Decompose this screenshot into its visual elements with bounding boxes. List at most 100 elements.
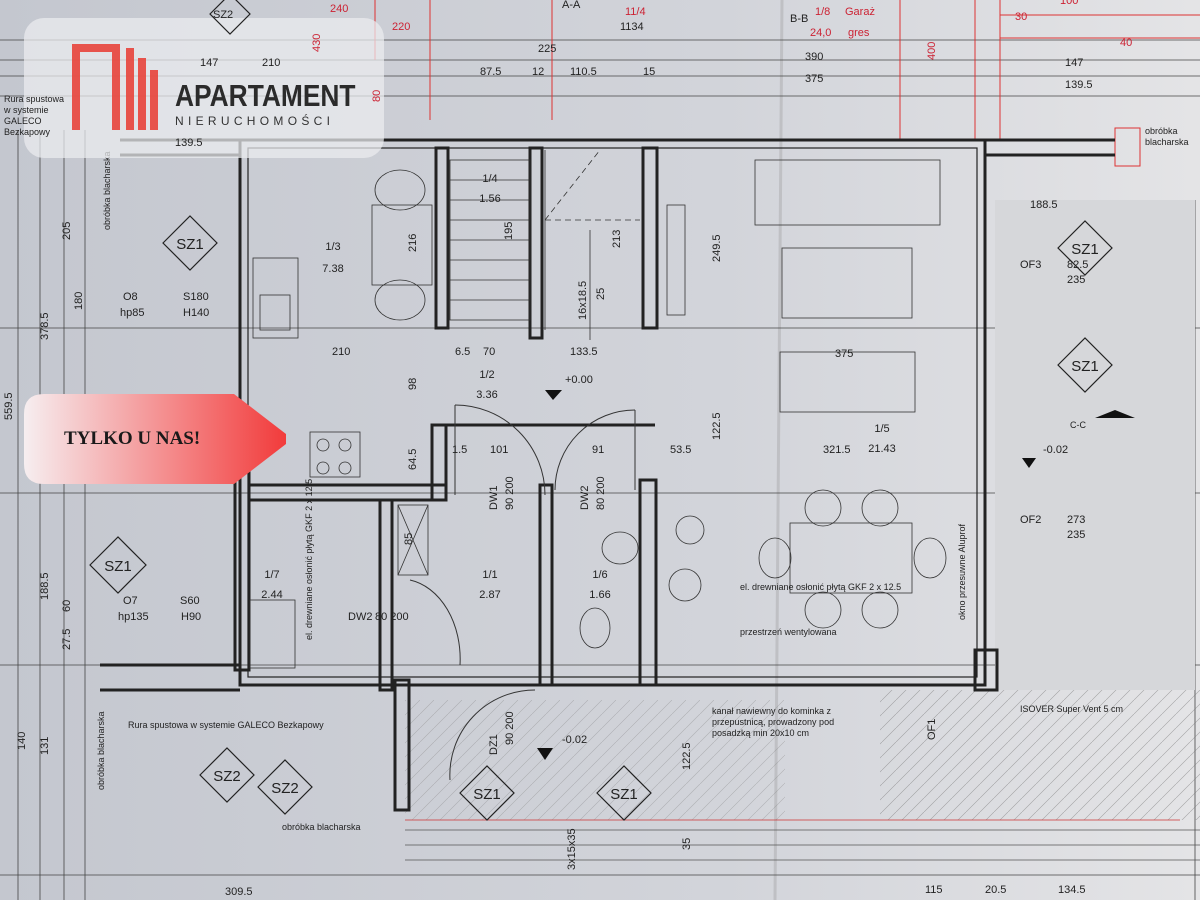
dim: 309.5 bbox=[225, 886, 253, 898]
flashing-note: obróbka blacharska bbox=[282, 822, 361, 832]
flue-note: kanał nawiewny do kominka z przepustnicą… bbox=[712, 706, 835, 738]
dim: 133.5 bbox=[570, 346, 598, 358]
dim: 27.5 bbox=[61, 629, 73, 650]
room-area: 2.44 bbox=[261, 589, 282, 601]
dim-400: 400 bbox=[926, 42, 938, 60]
dim: 110.5 bbox=[570, 66, 597, 78]
window-hp: hp85 bbox=[120, 307, 144, 319]
dim: 1.5 bbox=[452, 444, 467, 456]
dim: 6.5 bbox=[455, 346, 470, 358]
dim: 188.5 bbox=[1030, 199, 1058, 211]
isover-note: ISOVER Super Vent 5 cm bbox=[1020, 704, 1123, 714]
garage-area: 24,0 bbox=[810, 27, 831, 39]
dim: 134.5 bbox=[1058, 884, 1086, 896]
dim: 85 bbox=[403, 533, 415, 545]
dim: 321.5 bbox=[823, 444, 851, 456]
red-annotation-lines bbox=[374, 0, 1200, 167]
logo-mark-icon bbox=[72, 44, 158, 130]
stairs-and-furniture bbox=[249, 149, 947, 669]
logo-title: APARTAMENT bbox=[175, 78, 356, 113]
flashing-note: obróbka blacharska bbox=[96, 711, 106, 790]
room-area: 21.43 bbox=[868, 443, 896, 455]
promo-badge-text: TYLKO U NAS! bbox=[64, 428, 201, 449]
door-size: 80 200 bbox=[595, 476, 607, 510]
dim: 180 bbox=[73, 292, 85, 310]
room-id: 1/1 bbox=[482, 569, 497, 581]
garage-id: 1/8 bbox=[815, 6, 830, 18]
dim: 390 bbox=[805, 51, 823, 63]
logo-subtitle: NIERUCHOMOŚCI bbox=[175, 114, 335, 128]
room-id: 1/4 bbox=[482, 173, 497, 185]
door-id: DW2 bbox=[579, 486, 591, 510]
room-id: 1/2 bbox=[479, 369, 494, 381]
dim-40: 40 bbox=[1120, 37, 1132, 49]
flashing-note: obróbka blacharska bbox=[102, 151, 112, 230]
door-id: DW1 bbox=[488, 486, 500, 510]
window-id: OF1 bbox=[926, 719, 938, 740]
window-h: H90 bbox=[181, 611, 201, 623]
door-size: 90 200 bbox=[504, 476, 516, 510]
window-id: OF2 bbox=[1020, 514, 1041, 526]
terrace-hatch bbox=[880, 690, 1200, 820]
window-s: S60 bbox=[180, 595, 200, 607]
dim: 139.5 bbox=[1065, 79, 1093, 91]
dim-220: 220 bbox=[392, 21, 410, 33]
gutter-note: Rura spustowa w systemie GALECO Bezkapow… bbox=[4, 94, 65, 137]
dim: 375 bbox=[835, 348, 853, 360]
sliding-window-note: okno przesuwne Aluprof bbox=[957, 523, 967, 620]
dim: 60 bbox=[61, 600, 73, 612]
window-id: O8 bbox=[123, 291, 138, 303]
garage-label: Garaż bbox=[845, 6, 875, 18]
door-id: DZ1 bbox=[488, 734, 500, 755]
level-zero: +0.00 bbox=[565, 374, 593, 386]
casing-note: el. drewniane osłonić płytą GKF 2 x 12.5 bbox=[740, 582, 901, 592]
dim: 559.5 bbox=[3, 392, 15, 420]
room-area: 1.66 bbox=[589, 589, 610, 601]
window-id: O7 bbox=[123, 595, 138, 607]
dim: 115 bbox=[925, 884, 943, 896]
dim: 64.5 bbox=[407, 449, 419, 470]
dim: 140 bbox=[16, 732, 28, 750]
dim: 216 bbox=[407, 234, 419, 252]
dim: 235 bbox=[1067, 274, 1085, 286]
dim: 15 bbox=[643, 66, 655, 78]
dim: 378.5 bbox=[39, 312, 51, 340]
dim: 25 bbox=[595, 288, 607, 300]
sz1-label: SZ1 bbox=[1071, 358, 1099, 375]
dim: 225 bbox=[538, 43, 556, 55]
level-inner: -0.02 bbox=[562, 734, 587, 746]
promo-badge bbox=[24, 394, 286, 484]
total-dim: 1134 bbox=[620, 21, 644, 33]
dim: 375 bbox=[805, 73, 823, 85]
room-area: 7.38 bbox=[322, 263, 343, 275]
sz2-label: SZ2 bbox=[271, 780, 299, 797]
dim: 98 bbox=[407, 378, 419, 390]
dim: 122.5 bbox=[711, 412, 723, 440]
room-area: 1.56 bbox=[479, 193, 500, 205]
dim: 213 bbox=[611, 230, 623, 248]
section-aa: A-A bbox=[562, 0, 581, 11]
dim: 205 bbox=[61, 222, 73, 240]
room-id: 1/3 bbox=[325, 241, 340, 253]
level-outer: -0.02 bbox=[1043, 444, 1068, 456]
dim: 122.5 bbox=[681, 742, 693, 770]
sz1-label: SZ1 bbox=[1071, 241, 1099, 258]
room-id: 1/5 bbox=[874, 423, 889, 435]
dim-100: 100 bbox=[1060, 0, 1078, 7]
room-id: 1/6 bbox=[592, 569, 607, 581]
dim: 35 bbox=[681, 838, 693, 850]
garage-floor: gres bbox=[848, 27, 870, 39]
dim: 195 bbox=[503, 222, 515, 240]
dim: 273 bbox=[1067, 514, 1085, 526]
gutter-note: Rura spustowa w systemie GALECO Bezkapow… bbox=[128, 720, 324, 730]
terrace bbox=[995, 200, 1195, 690]
sz1-label: SZ1 bbox=[176, 236, 204, 253]
dim-30: 30 bbox=[1015, 11, 1027, 23]
room-area: 3.36 bbox=[476, 389, 497, 401]
level-marker-icons bbox=[537, 390, 1135, 760]
dim: 147 bbox=[1065, 57, 1083, 69]
dim: 249.5 bbox=[711, 234, 723, 262]
dim: 87.5 bbox=[480, 66, 501, 78]
door-swings bbox=[409, 404, 636, 781]
